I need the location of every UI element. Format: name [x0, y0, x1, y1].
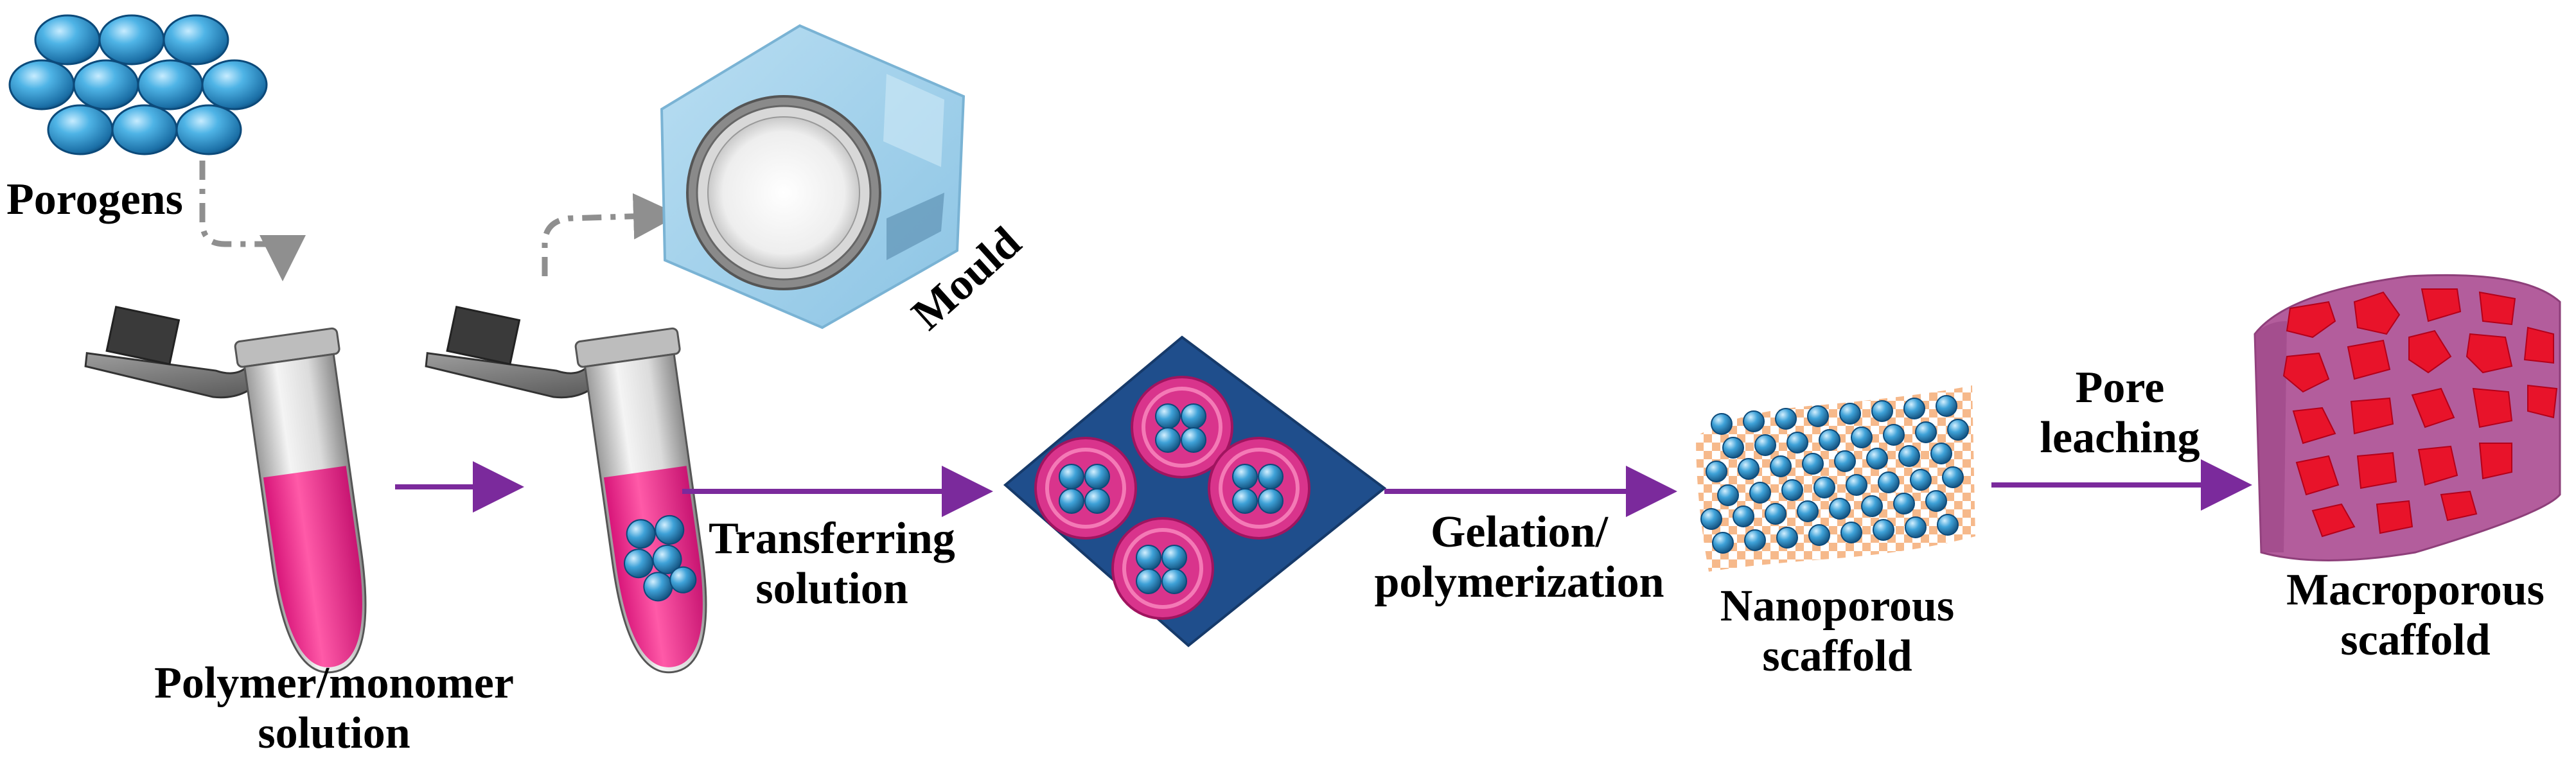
nanopore-bead — [1861, 495, 1883, 517]
nanopore-bead — [1744, 529, 1766, 551]
mould-with-solution — [1003, 335, 1387, 647]
nanopore-bead — [1898, 445, 1920, 467]
nanopore-bead — [1905, 516, 1927, 538]
mould-transfer-arrow — [542, 193, 680, 276]
nanopore-bead — [1930, 443, 1952, 464]
tube-polymer-solution — [84, 305, 367, 674]
porogen-transfer-arrow — [199, 161, 306, 281]
label-porogens: Porogens — [6, 175, 183, 224]
nanopore-bead — [1878, 471, 1900, 493]
nanopore-bead — [1770, 455, 1792, 477]
tube-with-porogens — [425, 305, 707, 674]
nanopore-bead — [1743, 410, 1765, 432]
nanopore-bead — [1786, 432, 1808, 453]
nanopore-bead — [1936, 395, 1957, 417]
macroporous-scaffold — [2254, 274, 2561, 561]
label-pore-leaching: Pore leaching — [2040, 363, 2200, 463]
label-transferring-solution: Transferring solution — [709, 514, 955, 614]
nanopore-bead — [1851, 427, 1873, 448]
nanopore-bead — [1733, 506, 1754, 527]
nanopore-bead — [1797, 500, 1819, 522]
nanopore-bead — [1776, 527, 1798, 549]
nanopore-bead — [1834, 450, 1856, 472]
nanoporous-scaffold — [1696, 385, 1975, 572]
nanopore-bead — [1871, 400, 1893, 422]
nanopore-bead — [1925, 490, 1947, 512]
porogen-cluster — [8, 14, 268, 155]
nanopore-bead — [1802, 453, 1824, 475]
nanopore-bead — [1754, 434, 1776, 456]
nanopore-bead — [1846, 474, 1867, 496]
nanopore-bead — [1765, 503, 1786, 525]
nanopore-bead — [1947, 419, 1969, 441]
porogens-in-tube — [624, 515, 697, 602]
nanopore-bead — [1883, 424, 1905, 446]
nanopore-bead — [1712, 532, 1734, 554]
nanopore-bead — [1781, 479, 1803, 501]
mould-icon — [660, 24, 966, 330]
nanopore-bead — [1813, 477, 1835, 498]
nanopore-bead — [1717, 484, 1739, 506]
nanopore-bead — [1903, 398, 1925, 419]
well-top — [1131, 376, 1233, 479]
nanopore-bead — [1711, 413, 1733, 435]
nanopore-bead — [1873, 519, 1894, 541]
nanopore-bead — [1738, 458, 1760, 480]
nanopore-bead — [1893, 493, 1915, 515]
nanopore-bead — [1840, 522, 1862, 543]
well-right — [1208, 437, 1310, 540]
nanopore-bead — [1706, 461, 1727, 482]
nanopore-bead — [1829, 498, 1851, 520]
nanopore-bead — [1807, 405, 1829, 427]
nanopore-bead — [1937, 514, 1959, 536]
label-gelation: Gelation/ polymerization — [1374, 507, 1664, 608]
well-left — [1034, 437, 1137, 540]
nanoporous-beads — [1700, 395, 1969, 554]
nanopore-bead — [1819, 429, 1840, 451]
nanopore-bead — [1749, 482, 1771, 504]
label-macroporous-scaffold: Macroporous scaffold — [2286, 565, 2545, 665]
nanopore-bead — [1915, 421, 1937, 443]
nanopore-bead — [1722, 437, 1744, 459]
well-bottom — [1111, 517, 1214, 620]
macropores — [2282, 288, 2558, 538]
label-polymer-solution: Polymer/monomer solution — [154, 658, 514, 759]
nanopore-bead — [1942, 466, 1964, 488]
nanopore-bead — [1700, 508, 1722, 530]
nanopore-bead — [1775, 408, 1797, 430]
nanopore-bead — [1910, 469, 1932, 491]
nanopore-bead — [1808, 524, 1830, 546]
label-nanoporous-scaffold: Nanoporous scaffold — [1720, 581, 1955, 682]
nanopore-bead — [1839, 403, 1861, 425]
nanopore-bead — [1866, 448, 1888, 470]
